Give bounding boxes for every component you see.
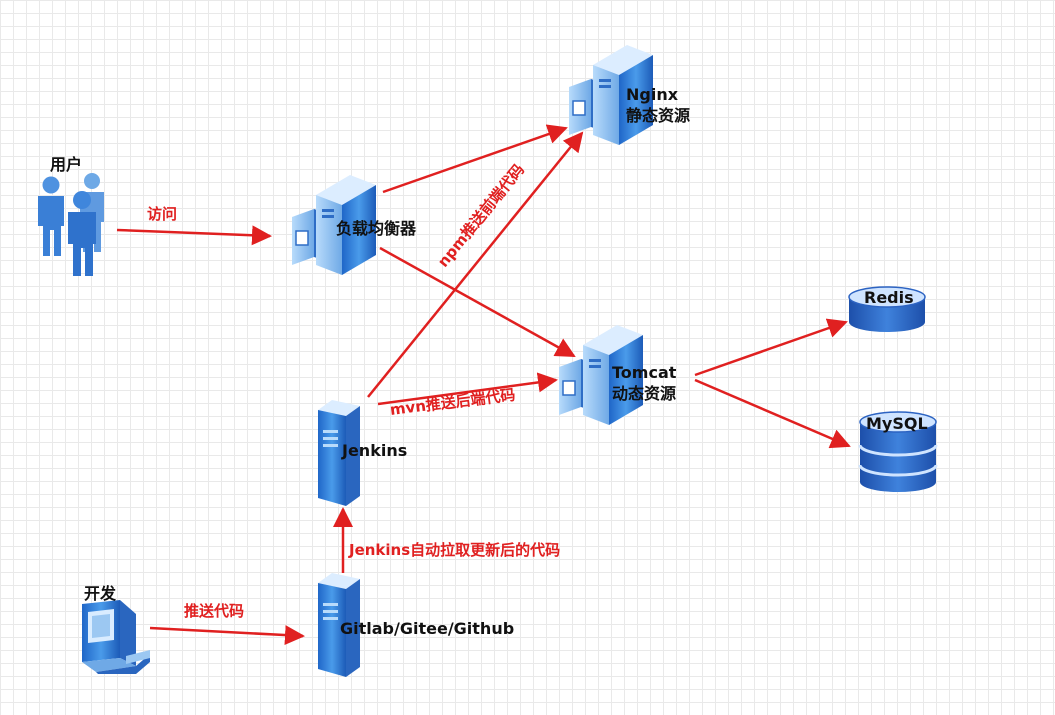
mysql-label: MySQL [866,414,928,433]
database-icon [848,286,926,332]
load-balancer-label: 负载均衡器 [336,219,417,238]
edge-lb-to-tomcat [379,246,576,358]
edge-label-visit: 访问 [147,205,178,223]
edge-jenkins-to-nginx [367,131,584,398]
server-cluster-icon [559,325,643,425]
edge-label-pull: Jenkins自动拉取更新后的代码 [349,541,561,559]
users-icon [38,173,104,276]
nginx-label: Nginx 静态资源 [626,85,691,125]
redis-label: Redis [864,288,914,307]
edge-lb-to-nginx [382,124,568,194]
edge-tomcat-to-mysql [694,378,851,449]
dev-label: 开发 [84,584,117,603]
jenkins-label: Jenkins [342,441,408,460]
edges [116,124,851,646]
edge-tomcat-to-redis [694,318,848,377]
git-label: Gitlab/Gitee/Github [340,619,515,638]
edge-label-push: 推送代码 [184,602,245,620]
edge-dev-to-git [149,625,305,646]
users-label: 用户 [50,155,83,174]
server-cluster-icon [292,175,376,275]
edge-users-to-lb [116,225,272,246]
server-cluster-icon [569,45,653,145]
server-icon [318,400,360,506]
server-icon [318,573,360,677]
database-icon [858,411,938,492]
edge-jenkins-to-tomcat [377,372,558,406]
workstation-icon [82,600,150,674]
tomcat-label: Tomcat 动态资源 [612,363,677,403]
